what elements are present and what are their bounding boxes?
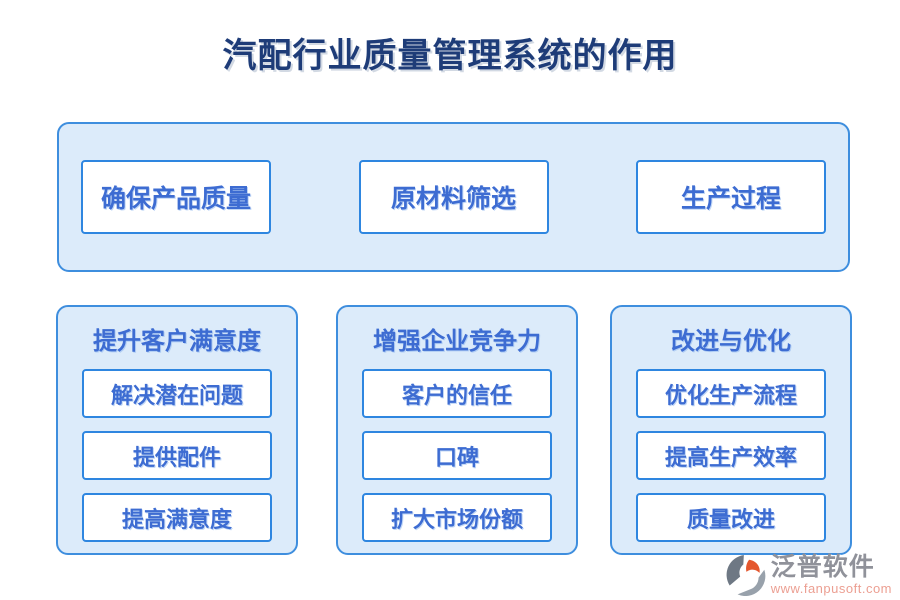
node-expand-market-share: 扩大市场份额	[362, 493, 552, 542]
panel-header: 提升客户满意度	[93, 328, 261, 355]
node-solve-potential-problems: 解决潜在问题	[82, 369, 272, 418]
brand-text-block: 泛普软件 www.fanpusoft.com	[770, 553, 892, 596]
fanpu-logo-icon	[726, 555, 766, 596]
node-production-process: 生产过程	[636, 160, 826, 234]
panel-header: 增强企业竞争力	[373, 328, 541, 355]
panel-header: 改进与优化	[671, 328, 791, 355]
node-customer-trust: 客户的信任	[362, 369, 552, 418]
panel-improvement-optimization: 改进与优化 优化生产流程 提高生产效率 质量改进	[610, 305, 852, 555]
brand-name-text: 泛普软件	[770, 553, 875, 581]
page-title: 汽配行业质量管理系统的作用	[222, 38, 678, 75]
node-quality-improvement: 质量改进	[636, 493, 826, 542]
node-provide-parts: 提供配件	[82, 431, 272, 480]
node-reputation: 口碑	[362, 431, 552, 480]
panel-competitiveness: 增强企业竞争力 客户的信任 口碑 扩大市场份额	[336, 305, 578, 555]
node-ensure-product-quality: 确保产品质量	[81, 160, 271, 234]
node-raw-material-screening: 原材料筛选	[358, 160, 549, 234]
panel-customer-satisfaction: 提升客户满意度 解决潜在问题 提供配件 提高满意度	[56, 305, 298, 555]
quality-assurance-panel: 确保产品质量 原材料筛选 生产过程	[57, 122, 850, 272]
brand-watermark: 泛普软件 www.fanpusoft.com	[726, 554, 892, 596]
node-improve-efficiency: 提高生产效率	[636, 431, 826, 480]
brand-url-text: www.fanpusoft.com	[770, 580, 892, 596]
node-improve-satisfaction: 提高满意度	[82, 493, 272, 542]
node-optimize-production-flow: 优化生产流程	[636, 369, 826, 418]
